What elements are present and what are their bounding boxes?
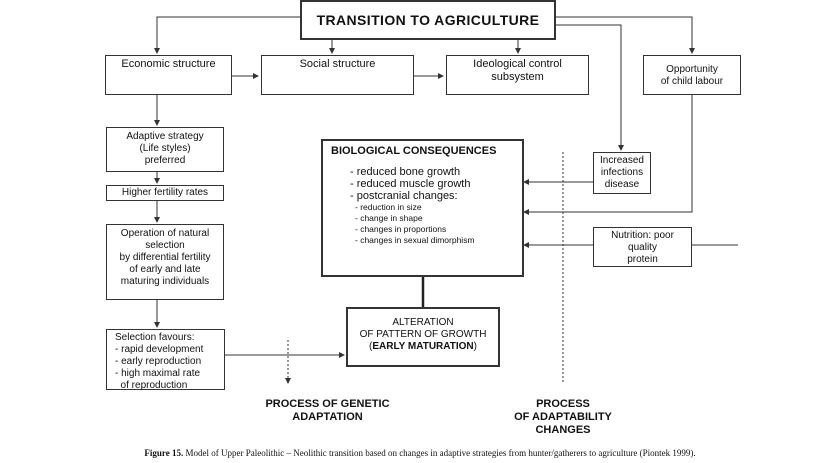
natural-selection-box: Operation of natural selection by differ… [106, 224, 224, 300]
bio-sub-4: - changes in sexual dimorphism [355, 235, 475, 245]
nutrition-box: Nutrition: poor quality protein [593, 227, 692, 267]
biological-consequences-box: BIOLOGICAL CONSEQUENCES - reduced bone g… [321, 139, 524, 277]
nutrition-line-2: quality [628, 242, 657, 253]
alteration-line-1: ALTERATION [392, 317, 454, 328]
bio-sub-3: - changes in proportions [355, 224, 447, 234]
selection-line-1: Selection favours: [115, 332, 195, 343]
ideological-line-1: Ideological control [473, 58, 562, 70]
caption-text: Model of Upper Paleolithic – Neolithic t… [183, 448, 696, 458]
bio-sub-1: - reduction in size [355, 202, 422, 212]
adaptability-line-3: CHANGES [535, 424, 591, 436]
alteration-close-paren: ) [473, 341, 477, 352]
selection-line-4: - high maximal rate [115, 368, 201, 379]
fertility-label: Higher fertility rates [121, 187, 209, 198]
alteration-open-paren: ( [369, 341, 373, 352]
selection-line-2: - rapid development [115, 344, 204, 355]
infections-line-1: Increased [600, 155, 644, 166]
natural-line-2: selection [145, 240, 185, 251]
infections-box: Increased infections disease [593, 152, 651, 194]
adaptive-line-3: preferred [144, 155, 186, 166]
caption-label: Figure 15. [144, 448, 184, 458]
natural-line-4: of early and late [129, 264, 201, 275]
fertility-box: Higher fertility rates [106, 185, 224, 201]
title-text: TRANSITION TO AGRICULTURE [316, 12, 540, 28]
social-structure-label: Social structure [299, 58, 376, 70]
ideological-line-2: subsystem [491, 71, 544, 83]
figure-caption: Figure 15. Model of Upper Paleolithic – … [0, 448, 840, 458]
infections-line-3: disease [604, 179, 640, 190]
genetic-adaptation-label: PROCESS OF GENETIC ADAPTATION [240, 398, 415, 424]
nutrition-line-3: protein [627, 254, 658, 265]
selection-line-3: - early reproduction [115, 356, 202, 367]
selection-favours-box: Selection favours: - rapid development -… [106, 329, 225, 391]
title-box: TRANSITION TO AGRICULTURE [300, 0, 556, 40]
infections-line-2: infections [600, 167, 644, 178]
natural-line-1: Operation of natural [120, 228, 210, 239]
economic-structure-box: Economic structure [105, 55, 232, 95]
early-maturation-text: EARLY MATURATION [372, 341, 474, 352]
child-labour-line-1: Opportunity [666, 64, 718, 75]
bio-heading: BIOLOGICAL CONSEQUENCES [331, 145, 497, 157]
alteration-line-2: OF PATTERN OF GROWTH [359, 329, 487, 340]
genetic-line-2: ADAPTATION [292, 411, 363, 423]
economic-structure-label: Economic structure [121, 58, 216, 70]
bio-main-2: - reduced muscle growth [350, 178, 471, 190]
alteration-line-3: (EARLY MATURATION) [348, 341, 498, 353]
social-structure-box: Social structure [261, 55, 414, 95]
adaptability-line-1: PROCESS [536, 398, 590, 410]
genetic-line-1: PROCESS OF GENETIC [265, 398, 390, 410]
adaptability-changes-label: PROCESS OF ADAPTABILITY CHANGES [493, 398, 633, 437]
nutrition-line-1: Nutrition: poor [611, 230, 674, 241]
adaptive-strategy-box: Adaptive strategy (Life styles) preferre… [106, 127, 224, 172]
child-labour-line-2: of child labour [660, 76, 724, 87]
adaptive-line-2: (Life styles) [139, 143, 191, 154]
adaptive-line-1: Adaptive strategy [126, 131, 204, 142]
natural-line-3: by differential fertility [119, 252, 211, 263]
child-labour-box: Opportunity of child labour [643, 55, 741, 95]
bio-sub-2: - change in shape [355, 213, 423, 223]
alteration-box: ALTERATION OF PATTERN OF GROWTH (EARLY M… [346, 307, 500, 367]
ideological-subsystem-box: Ideological control subsystem [446, 55, 589, 95]
bio-main-1: - reduced bone growth [350, 166, 461, 178]
bio-main-3: - postcranial changes: [350, 190, 458, 202]
adaptability-line-2: OF ADAPTABILITY [514, 411, 612, 423]
natural-line-5: maturing individuals [120, 276, 210, 287]
selection-line-5: of reproduction [115, 380, 188, 391]
